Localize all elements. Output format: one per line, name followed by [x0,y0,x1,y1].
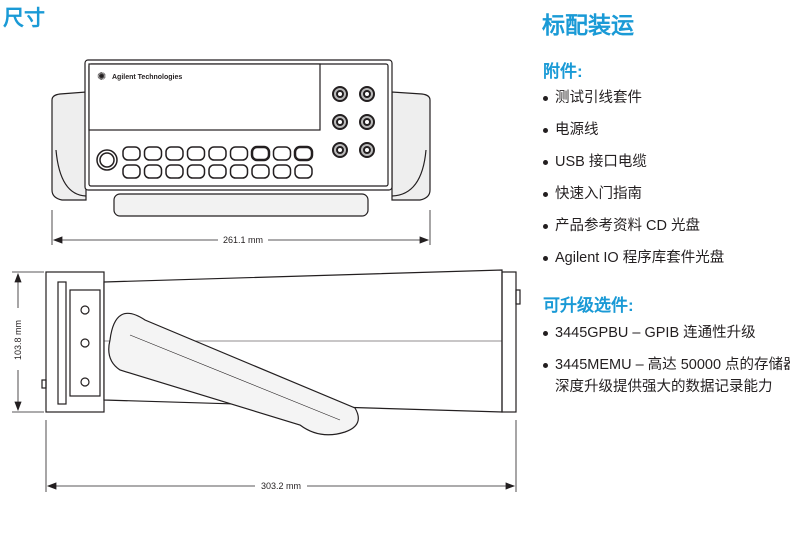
accessory-item: 测试引线套件 [543,87,642,109]
shipping-heading: 标配装运 [542,12,634,38]
front-brand: Agilent Technologies [112,74,182,81]
depth-label: 303.2 mm [261,481,301,491]
options-heading: 可升级选件: [543,296,634,315]
panel-key [294,164,313,179]
panel-key [143,164,163,179]
panel-key [165,146,184,161]
panel-key [122,146,141,161]
panel-key [272,164,292,179]
depth-dimension-line [45,420,517,492]
accessory-item: 产品参考资料 CD 光盘 [543,215,700,237]
panel-key [293,145,314,162]
panel-key [186,146,206,161]
panel-key [122,164,141,179]
panel-key [165,164,184,179]
side-view-drawing [41,269,521,436]
power-button-icon [96,149,118,171]
agilent-logo-icon: ✺ [97,71,106,83]
panel-key [250,145,271,162]
front-panel-buttons [122,145,314,179]
accessory-item: Agilent IO 程序库套件光盘 [543,247,724,269]
front-panel-terminals [332,86,375,158]
panel-key [251,164,270,179]
panel-key [229,146,249,161]
panel-key [186,164,206,179]
panel-key [143,146,163,161]
option-item: 3445GPBU – GPIB 连通性升级 [543,322,756,344]
panel-key [229,164,249,179]
option-item: 3445MEMU – 高达 50000 点的存储器深度升级提供强大的数据记录能力 [543,354,790,398]
height-dimension-line [12,271,44,413]
width-dimension-line [51,210,431,245]
panel-key [208,146,227,161]
accessory-item: 快速入门指南 [543,183,642,205]
front-view-drawing [51,59,431,217]
panel-key [208,164,227,179]
dimension-drawings: ✺ Agilent Technologies 261.1 mm 103.8 mm… [12,59,521,492]
panel-key [272,146,292,161]
accessories-heading: 附件: [543,62,583,81]
accessory-item: 电源线 [543,119,599,141]
height-label: 103.8 mm [13,320,23,360]
accessory-item: USB 接口电缆 [543,151,647,173]
dimensions-heading: 尺寸 [3,7,45,30]
width-label: 261.1 mm [223,235,263,245]
